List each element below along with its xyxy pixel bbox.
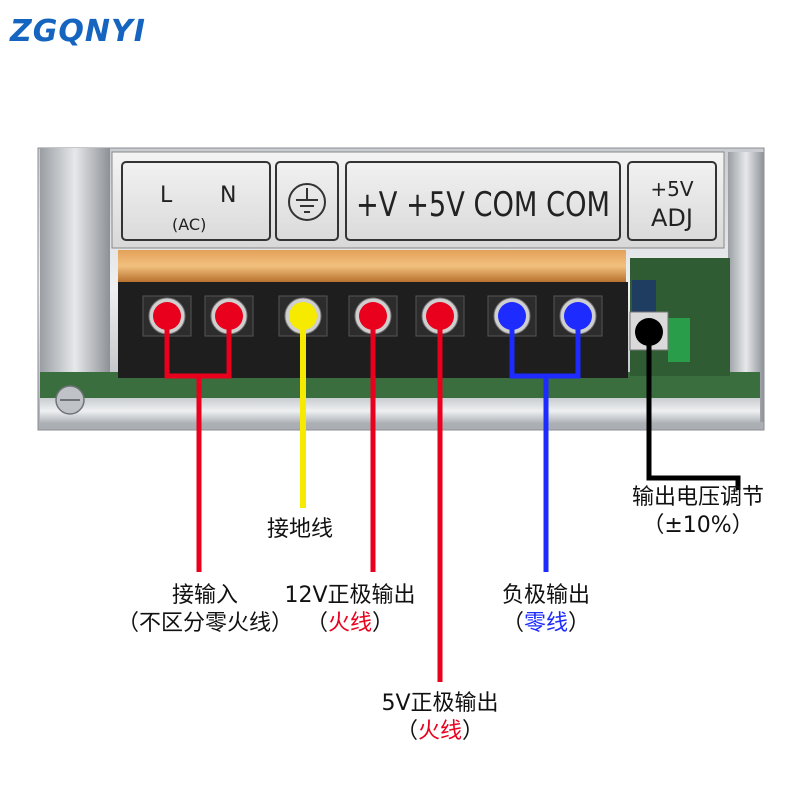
negative-label: 负极输出 （零线） bbox=[464, 582, 628, 638]
com1-terminal-dot bbox=[498, 302, 526, 330]
v12-paren-open: （ bbox=[305, 611, 328, 636]
negative-paren-open: （ bbox=[501, 611, 524, 636]
negative-paren-close: ） bbox=[568, 611, 591, 636]
adjust-label-line2: （±10%） bbox=[642, 513, 754, 538]
ac-n-text: N bbox=[220, 183, 236, 208]
v5-paren-open: （ bbox=[395, 719, 418, 744]
ground-symbol-icon bbox=[288, 183, 326, 221]
wiring bbox=[164, 316, 741, 682]
v12-paren-close: ） bbox=[372, 611, 395, 636]
input-terminal-dot-l bbox=[153, 302, 181, 330]
v5-paren-close: ） bbox=[462, 719, 485, 744]
input-terminal-dot-n bbox=[215, 302, 243, 330]
ac-l-text: L bbox=[160, 183, 173, 208]
adjust-label-line1: 输出电压调节 bbox=[631, 485, 764, 510]
terminal-markers bbox=[153, 302, 663, 346]
v5-terminal-dot bbox=[426, 302, 454, 330]
input-label-line2: （不区分零火线） bbox=[116, 611, 293, 636]
v5-label: 5V正极输出 （火线） bbox=[356, 690, 524, 746]
ac-sub-text: (AC) bbox=[172, 215, 206, 234]
negative-neutral-text: 零线 bbox=[523, 611, 568, 636]
adjust-label: 输出电压调节 （±10%） bbox=[604, 484, 792, 540]
v12-terminal-dot bbox=[359, 302, 387, 330]
terminal-label-panel: L N (AC) +V +5V COM COM +5V ADJ bbox=[111, 151, 725, 249]
adjust-dot bbox=[635, 318, 663, 346]
input-label-line1: 接输入 bbox=[171, 583, 238, 608]
v12-label: 12V正极输出 （火线） bbox=[254, 582, 446, 638]
adj-bottom-text: ADJ bbox=[651, 204, 693, 232]
v12-live-text: 火线 bbox=[327, 611, 372, 636]
ground-label: 接地线 bbox=[266, 517, 333, 542]
input-label: 接输入 （不区分零火线） bbox=[80, 582, 330, 638]
brand-logo: ZGQNYI bbox=[10, 14, 146, 49]
ground-terminal-dot bbox=[289, 302, 317, 330]
v5-label-line1: 5V正极输出 bbox=[381, 691, 499, 716]
output-terminals-text: +V +5V COM COM bbox=[356, 185, 610, 225]
adj-top-text: +5V bbox=[650, 177, 693, 201]
negative-label-line1: 负极输出 bbox=[501, 583, 590, 608]
com2-terminal-dot bbox=[564, 302, 592, 330]
v12-label-line1: 12V正极输出 bbox=[284, 583, 416, 608]
v5-live-text: 火线 bbox=[417, 719, 462, 744]
